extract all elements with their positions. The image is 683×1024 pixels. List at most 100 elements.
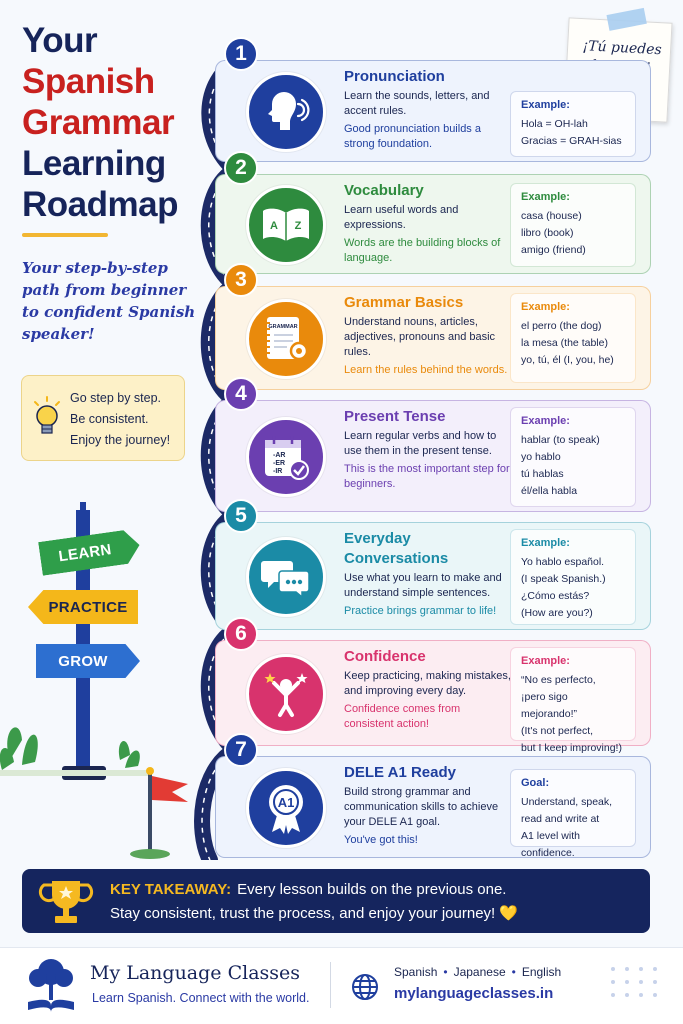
award-badge-icon: A1	[246, 768, 326, 848]
step-description: Keep practicing, making mistakes, and im…	[344, 670, 511, 697]
chat-bubbles-icon	[246, 537, 326, 617]
step-note: This is the most important step for begi…	[344, 463, 510, 490]
step-number: 5	[224, 499, 258, 533]
footer: My Language Classes Learn Spanish. Conne…	[0, 947, 683, 1024]
brand-name: My Language Classes	[90, 962, 301, 984]
roadmap-step: 3 GRAMMAR Grammar Basics Understand noun…	[215, 263, 651, 390]
example-line: but I keep improving!)	[521, 742, 622, 754]
step-description: Understand nouns, articles, adjectives, …	[344, 316, 496, 358]
decorative-dots	[608, 964, 664, 1000]
example-line: libro (book)	[521, 227, 574, 239]
subtitle: Your step-by-step path from beginner to …	[22, 259, 196, 343]
step-example-box: Example: el perro (the dog)la mesa (the …	[510, 293, 636, 383]
speaking-head-icon	[246, 72, 326, 152]
example-line: read and write at	[521, 813, 600, 825]
title-line: Grammar	[22, 103, 175, 142]
step-note: Good pronunciation builds a strong found…	[344, 123, 481, 150]
example-line: (It's not perfect,	[521, 725, 594, 737]
example-line: hablar (to speak)	[521, 434, 600, 446]
language-item: Spanish	[394, 965, 438, 979]
sign-grow: GROW	[36, 644, 140, 678]
language-item: Japanese	[453, 965, 506, 979]
example-label: Goal:	[521, 777, 550, 789]
step-number: 2	[224, 151, 258, 185]
takeaway-line1: Every lesson builds on the previous one.	[237, 881, 507, 898]
example-line: “No es perfecto,	[521, 674, 596, 686]
roadmap-step: 4 -AR-ER-IR Present Tense Learn regular …	[215, 377, 651, 512]
celebrating-person-icon	[246, 654, 326, 734]
tip-line: Be consistent.	[70, 412, 149, 426]
example-line: el perro (the dog)	[521, 320, 602, 332]
footer-divider	[330, 962, 331, 1008]
tip-box: Go step by step. Be consistent. Enjoy th…	[21, 375, 185, 461]
example-label: Example:	[521, 191, 570, 203]
step-example-box: Example: hablar (to speak) yo hablo tú hab…	[510, 407, 636, 507]
example-line: él/ella habla	[521, 485, 578, 497]
step-number: 6	[224, 617, 258, 651]
svg-text:-IR: -IR	[273, 468, 282, 475]
step-title: Present Tense	[344, 408, 446, 425]
example-line: yo hablo	[521, 451, 561, 463]
example-line: amigo (friend)	[521, 244, 586, 256]
svg-text:-AR: -AR	[273, 452, 285, 459]
example-label: Example:	[521, 415, 570, 427]
step-example-box: Goal: Understand, speak, read and write a…	[510, 769, 636, 859]
example-line: yo, tú, él (I, you, he)	[521, 354, 614, 366]
example-line: Yo hablo español.	[521, 556, 605, 568]
step-description: Learn the sounds, letters, and accent ru…	[344, 90, 490, 117]
svg-text:-ER: -ER	[273, 460, 285, 467]
example-line: tú hablas	[521, 468, 564, 480]
takeaway-label: KEY TAKEAWAY:	[110, 881, 232, 898]
roadmap-step: 5 Everyday Conversations Use what you le…	[215, 499, 651, 630]
tape-strip	[606, 7, 647, 31]
step-number: 4	[224, 377, 258, 411]
example-line: Hola = OH-lah	[521, 118, 588, 130]
roadmap-step: 7 A1 DELE A1 Ready Build strong grammar …	[215, 733, 651, 859]
globe-icon	[350, 972, 380, 1007]
language-list: Spanish•Japanese•English	[394, 965, 562, 979]
step-example-box: Example: “No es perfecto, ¡pero sigo mejo…	[510, 647, 636, 754]
brand-tagline: Learn Spanish. Connect with the world.	[92, 991, 310, 1005]
step-title: Everyday Conversations	[344, 530, 449, 567]
step-example-box: Example: casa (house) libro (book) amigo (…	[510, 183, 636, 267]
takeaway-line2: Stay consistent, trust the process, and …	[110, 905, 519, 922]
step-title: Confidence	[344, 648, 426, 665]
step-note: You've got this!	[344, 834, 418, 846]
roadmap-step: 6 Confidence Keep practicing, making mis…	[215, 617, 651, 754]
title-line: Your	[22, 21, 98, 60]
step-title: DELE A1 Ready	[344, 764, 456, 781]
page-title: Your Spanish Grammar Learning Roadmap	[22, 20, 222, 225]
title-line: Learning	[22, 144, 166, 183]
finish-flag-icon	[130, 767, 188, 859]
svg-text:A1: A1	[278, 795, 295, 810]
step-note: Words are the building blocks of languag…	[344, 237, 501, 264]
step-example-box: Example: Yo hablo español. (I speak Spani…	[510, 529, 636, 625]
step-note: Practice brings grammar to life!	[344, 605, 497, 617]
key-takeaway-banner: KEY TAKEAWAY: Every lesson builds on the …	[22, 869, 650, 933]
example-line: Understand, speak,	[521, 796, 613, 808]
lightbulb-icon	[32, 396, 62, 445]
example-line: casa (house)	[521, 210, 582, 222]
step-note: Confidence comes from consistent action!	[344, 703, 461, 730]
step-title: Pronunciation	[344, 68, 445, 85]
step-title: Grammar Basics	[344, 294, 464, 311]
example-line: (I speak Spanish.)	[521, 573, 606, 585]
example-label: Example:	[521, 537, 570, 549]
title-line: Spanish	[22, 62, 155, 101]
step-title: Vocabulary	[344, 182, 424, 199]
tip-line: Go step by step.	[70, 391, 162, 405]
example-label: Example:	[521, 99, 570, 111]
example-label: Example:	[521, 655, 570, 667]
example-line: ¡pero sigo mejorando!”	[521, 691, 578, 720]
tip-line: Enjoy the journey!	[70, 433, 171, 447]
calendar-check-icon: -AR-ER-IR	[246, 417, 326, 497]
roadmap-step: 1 Pronunciation Learn the sounds, letter…	[215, 37, 651, 162]
step-description: Build strong grammar and communication s…	[344, 786, 499, 828]
website-link[interactable]: mylanguageclasses.in	[394, 985, 554, 1002]
step-number: 7	[224, 733, 258, 767]
example-line: la mesa (the table)	[521, 337, 608, 349]
step-description: Learn regular verbs and how to use them …	[344, 430, 497, 457]
example-line: Gracias = GRAH-sias	[521, 135, 622, 147]
